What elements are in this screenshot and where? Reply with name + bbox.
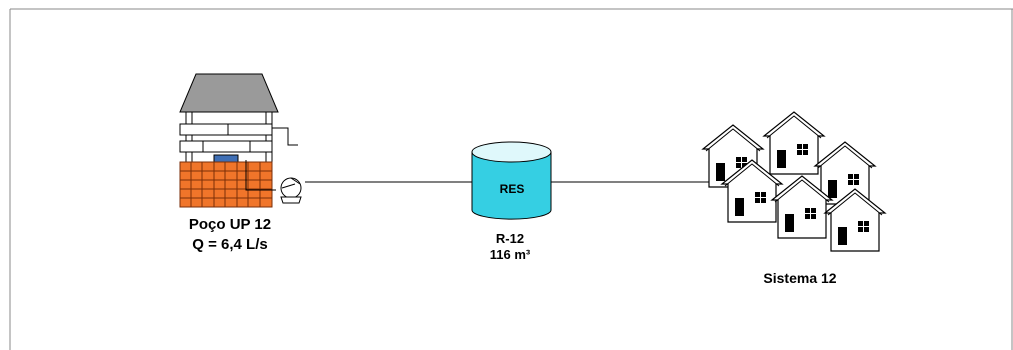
well-cap: [213, 154, 239, 163]
house-icon: [763, 111, 825, 175]
reservoir-icon: RES: [471, 141, 552, 220]
reservoir-volume-label: 116 m³: [489, 247, 531, 262]
pump-icon: [280, 177, 302, 204]
well-base: [179, 161, 273, 208]
well-name-label: Poço UP 12: [188, 216, 272, 233]
houses-cluster: [702, 111, 886, 252]
well-flow-label: Q = 6,4 L/s: [192, 236, 268, 253]
well-icon: [179, 73, 298, 208]
diagram-border: [9, 8, 1013, 350]
well-roof: [179, 73, 279, 113]
system-name-label: Sistema 12: [763, 270, 837, 286]
reservoir-tag: RES: [500, 182, 525, 196]
reservoir-name-label: R-12: [495, 231, 525, 246]
